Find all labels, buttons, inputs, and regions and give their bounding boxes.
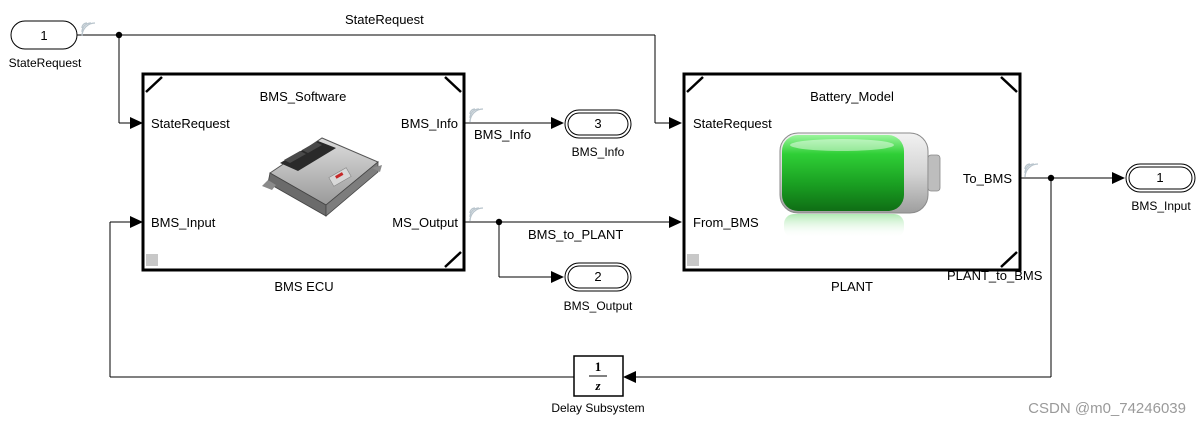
signal-logging-icon: [81, 22, 1039, 222]
delay-name: Delay Subsystem: [551, 401, 644, 415]
inport-label: StateRequest: [9, 56, 82, 70]
outport-label: BMS_Output: [564, 299, 633, 313]
outport-label: BMS_Info: [572, 145, 625, 159]
inport-number: 1: [40, 28, 47, 43]
inport-state-request[interactable]: 1: [10, 20, 78, 50]
mask-indicator-icon: [146, 254, 158, 266]
bms-ecu-block[interactable]: BMS_Software StateRequest BMS_Input BMS_…: [141, 72, 466, 272]
plant-port-state-request: StateRequest: [693, 116, 772, 131]
signal-label-bms-to-plant: BMS_to_PLANT: [528, 227, 623, 242]
branch-points: [115, 31, 1055, 226]
outport-bms-output[interactable]: 2: [564, 262, 632, 292]
bms-ecu-name: BMS ECU: [274, 279, 333, 294]
delay-block[interactable]: 1 z: [573, 355, 624, 397]
plant-name: PLANT: [831, 279, 873, 294]
signal-label-state-request: StateRequest: [345, 12, 424, 27]
ecu-module-icon: [262, 137, 382, 217]
plant-port-to-bms: To_BMS: [963, 171, 1012, 186]
outport-bms-input[interactable]: 1: [1125, 163, 1196, 193]
delay-denominator: z: [594, 378, 601, 393]
outport-number: 1: [1156, 170, 1163, 185]
signal-label-bms-info: BMS_Info: [474, 127, 531, 142]
plant-port-from-bms: From_BMS: [693, 215, 759, 230]
signal-label-plant-to-bms: PLANT_to_BMS: [947, 268, 1043, 283]
outport-number: 3: [594, 116, 601, 131]
bms-ecu-port-bms-info: BMS_Info: [401, 116, 458, 131]
plant-title: Battery_Model: [810, 89, 894, 104]
mask-indicator-icon: [687, 254, 699, 266]
battery-icon: [779, 132, 941, 238]
bms-ecu-port-state-request: StateRequest: [151, 116, 230, 131]
bms-ecu-port-bms-input: BMS_Input: [151, 215, 216, 230]
outport-bms-info[interactable]: 3: [564, 109, 632, 139]
outport-label: BMS_Input: [1131, 199, 1191, 213]
watermark: CSDN @m0_74246039: [1028, 400, 1186, 417]
outport-number: 2: [594, 269, 601, 284]
plant-block[interactable]: Battery_Model StateRequest From_BMS To_B…: [682, 72, 1022, 272]
bms-ecu-title: BMS_Software: [260, 89, 347, 104]
signal-lines: [77, 34, 1112, 378]
arrowheads: [130, 117, 1125, 383]
bms-ecu-port-bms-output: MS_Output: [392, 215, 458, 230]
delay-numerator: 1: [595, 359, 602, 374]
